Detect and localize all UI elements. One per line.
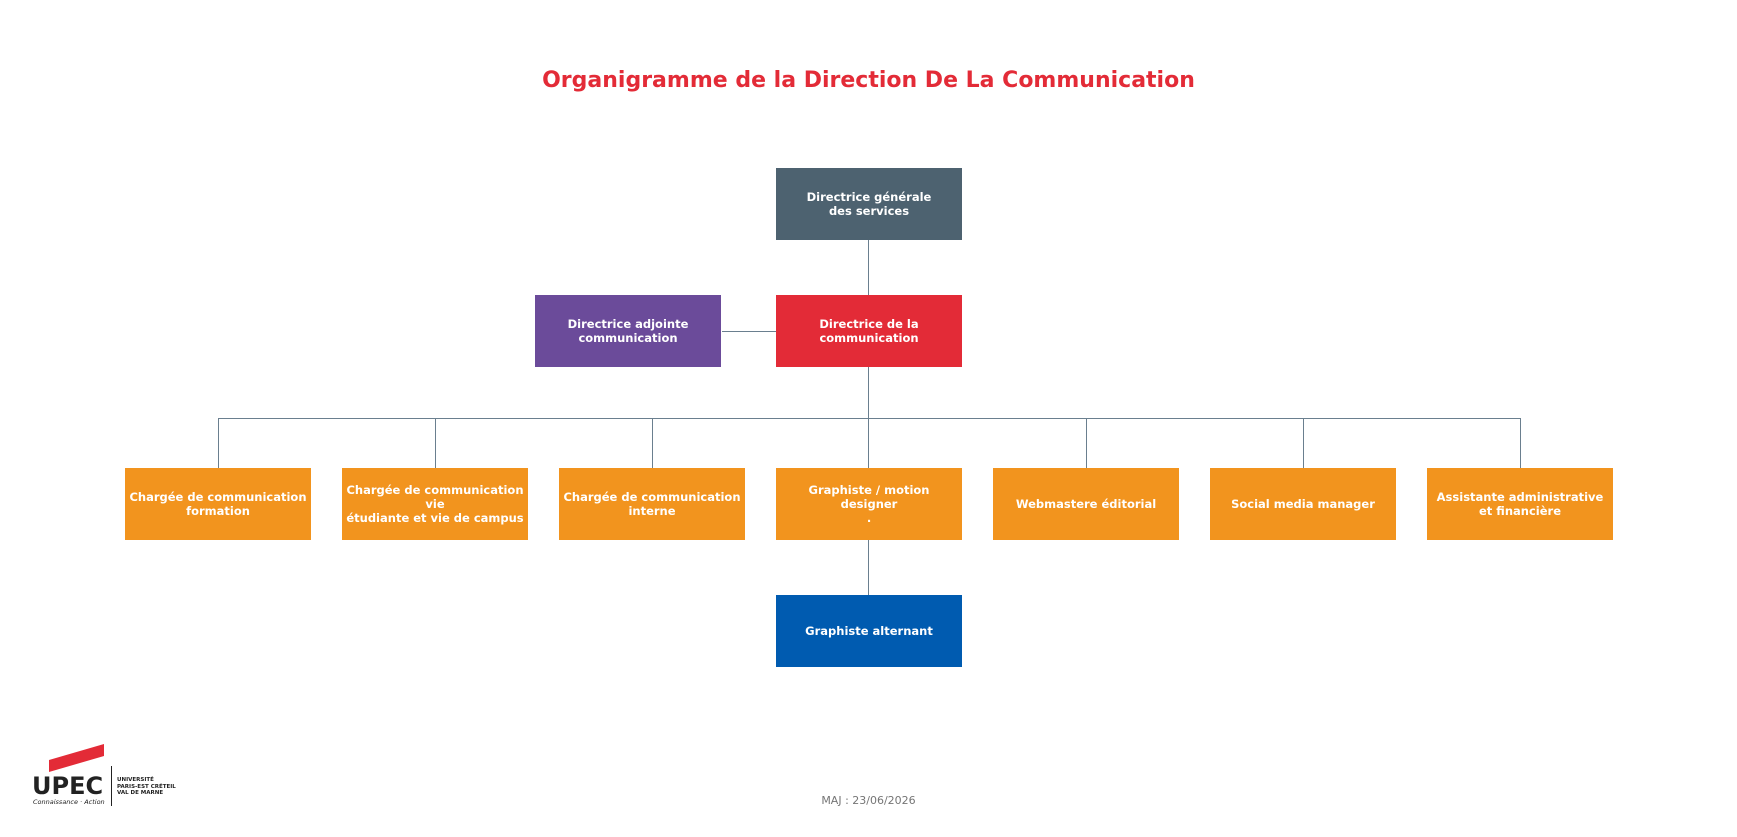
node-staff-graphiste: Graphiste / motion designer . — [776, 468, 962, 540]
node-staff-formation: Chargée de communication formation — [125, 468, 311, 540]
node-directrice-communication: Directrice de la communication — [776, 295, 962, 367]
node-adjointe-label: Directrice adjointe communication — [567, 317, 689, 345]
update-date: MAJ : 23/06/2026 — [821, 794, 916, 807]
connector-drop-2 — [435, 418, 436, 469]
node-alternant-label: Graphiste alternant — [805, 624, 933, 638]
logo-tagline: Connaissance · Action — [33, 798, 105, 806]
connector-dgs-directrice — [868, 240, 869, 296]
node-staff-webmastere: Webmastere éditorial — [993, 468, 1179, 540]
connector-adjointe — [722, 331, 778, 332]
logo-brand: UPEC — [32, 772, 103, 800]
node-graphiste-alternant: Graphiste alternant — [776, 595, 962, 667]
upec-logo: UPEC — [32, 744, 104, 800]
page-title: Organigramme de la Direction De La Commu… — [542, 68, 1195, 93]
node-staff-interne: Chargée de communication interne — [559, 468, 745, 540]
connector-drop-7 — [1520, 418, 1521, 469]
connector-drop-5 — [1086, 418, 1087, 469]
logo-divider — [111, 766, 112, 806]
node-directrice-adjointe: Directrice adjointe communication — [535, 295, 721, 367]
logo-university-name: UNIVERSITÉ PARIS-EST CRÉTEIL VAL DE MARN… — [117, 777, 176, 796]
node-staff-label: Chargée de communication vie étudiante e… — [346, 483, 524, 525]
node-dgs: Directrice générale des services — [776, 168, 962, 240]
node-staff-label: Webmastere éditorial — [1015, 497, 1157, 511]
node-staff-label: Assistante administrative et financière — [1436, 490, 1604, 518]
node-staff-assistante: Assistante administrative et financière — [1427, 468, 1613, 540]
node-staff-social-media: Social media manager — [1210, 468, 1396, 540]
node-staff-label: Chargée de communication formation — [129, 490, 307, 518]
connector-graphiste-alternant — [868, 539, 869, 596]
node-staff-label: Social media manager — [1231, 497, 1375, 511]
connector-staff-bus — [218, 418, 1520, 419]
connector-drop-1 — [218, 418, 219, 469]
node-staff-label: Chargée de communication interne — [563, 490, 741, 518]
node-staff-label: Graphiste / motion designer . — [808, 483, 930, 525]
node-directrice-label: Directrice de la communication — [819, 317, 919, 345]
node-dgs-label: Directrice générale des services — [806, 190, 932, 218]
connector-drop-6 — [1303, 418, 1304, 469]
connector-drop-4 — [868, 418, 869, 469]
connector-drop-3 — [652, 418, 653, 469]
connector-directrice-bus — [868, 367, 869, 418]
node-staff-vie-etudiante: Chargée de communication vie étudiante e… — [342, 468, 528, 540]
